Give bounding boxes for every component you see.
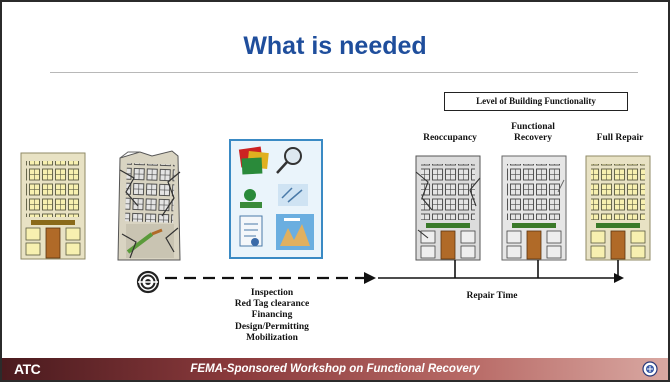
seal-icon [642, 361, 658, 377]
earthquake-spiral-icon [136, 270, 160, 294]
building-undamaged-icon [20, 152, 86, 260]
building-reoccupancy-icon [415, 155, 481, 261]
pre-repair-steps-list: Inspection Red Tag clearance Financing D… [202, 288, 342, 344]
footer-text: FEMA-Sponsored Workshop on Functional Re… [190, 363, 480, 375]
stage-label-reoccupancy: Reoccupancy [423, 133, 477, 143]
stage-label-functional-recovery: Functional Recovery [511, 122, 555, 143]
atc-logo: ATC [14, 361, 41, 377]
step-inspection: Inspection [250, 288, 294, 298]
stage-label-full-repair: Full Repair [596, 133, 644, 143]
step-design-permitting: Design/Permitting [235, 321, 309, 332]
diagram [20, 139, 651, 294]
step-mobilization: Mobilization [246, 332, 298, 343]
step-red-tag-clearance: Red Tag clearance [234, 299, 310, 310]
slide-title: What is needed [243, 32, 427, 60]
building-full-repair-icon [585, 155, 651, 261]
level-of-functionality-box: Level of Building Functionality [444, 92, 628, 111]
title-rule [50, 72, 638, 73]
repair-time-label: Repair Time [466, 291, 518, 301]
building-functional-recovery-icon [501, 155, 567, 261]
pre-repair-timeline-arrow [165, 272, 376, 284]
documents-collage-icon [229, 139, 323, 259]
building-damaged-icon [117, 150, 181, 261]
repair-time-arrow [378, 260, 624, 283]
step-financing: Financing [251, 310, 293, 321]
footer-bar: ATC FEMA-Sponsored Workshop on Functiona… [2, 358, 668, 380]
